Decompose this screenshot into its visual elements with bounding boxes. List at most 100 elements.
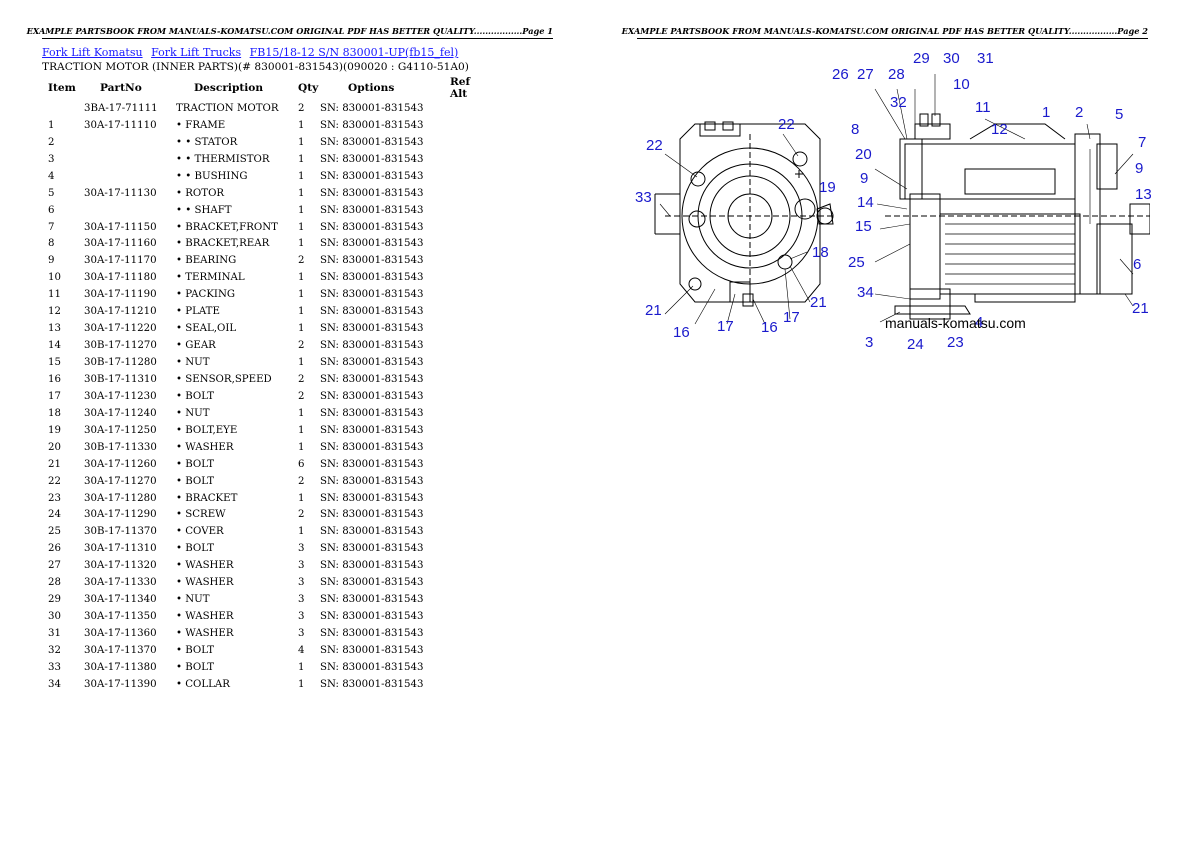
description-cell: • BOLT [176, 475, 215, 487]
qty-cell: 1 [298, 187, 305, 199]
qty-cell: 3 [298, 560, 305, 572]
column-header-partno: PartNo [100, 82, 142, 94]
ref-alt-cell [450, 625, 490, 642]
breadcrumb-link-fork-lift-trucks[interactable]: Fork Lift Trucks [151, 46, 242, 59]
ref-alt-cell [450, 456, 490, 473]
qty-cell: 1 [298, 678, 305, 690]
ref-alt-cell [450, 608, 490, 625]
partno-cell [84, 168, 176, 185]
item-cell: 25 [48, 526, 61, 538]
description-cell: • BOLT,EYE [176, 424, 238, 436]
options-cell: SN: 830001-831543 [320, 204, 424, 216]
breadcrumb-link-model[interactable]: FB15/18-12 S/N 830001-UP(fb15_fel) [249, 46, 459, 59]
item-cell: 30 [48, 611, 61, 623]
ref-alt-cell [450, 490, 490, 507]
callout-18: 18 [812, 244, 829, 261]
ref-alt-cell [450, 540, 490, 557]
partno-cell: 30A-17-11220 [84, 323, 157, 335]
options-cell: SN: 830001-831543 [320, 458, 424, 470]
ref-alt-cell [450, 202, 490, 219]
header-rule [42, 38, 553, 39]
partno-cell: 30A-17-11350 [84, 611, 157, 623]
description-cell: • • STATOR [176, 136, 238, 148]
qty-cell: 1 [298, 170, 305, 182]
breadcrumb: Fork Lift Komatsu Fork Lift Trucks FB15/… [42, 46, 463, 59]
item-cell: 32 [48, 644, 61, 656]
options-cell: SN: 830001-831543 [320, 543, 424, 555]
callout-6: 6 [1133, 256, 1142, 273]
partno-cell [84, 151, 176, 168]
options-cell: SN: 830001-831543 [320, 644, 424, 656]
partno-cell: 30B-17-11330 [84, 441, 157, 453]
description-cell: • BOLT [176, 390, 215, 402]
partno-cell: 30A-17-11380 [84, 661, 157, 673]
column-header-ref-alt: Ref Alt [450, 76, 471, 100]
description-cell: • SENSOR,SPEED [176, 373, 272, 385]
ref-alt-cell [450, 574, 490, 591]
qty-cell: 2 [298, 102, 305, 114]
callout-12: 12 [991, 121, 1008, 138]
callout-31: 31 [977, 50, 994, 67]
callout-4: 4 [975, 314, 984, 331]
callout-28: 28 [888, 66, 905, 83]
item-cell: 15 [48, 357, 61, 369]
table-header-row: Item PartNo Description Qty Options Ref … [42, 76, 490, 100]
ref-alt-cell [450, 337, 490, 354]
item-cell: 19 [48, 424, 61, 436]
item-cell: 1 [48, 119, 55, 131]
item-cell: 9 [48, 255, 55, 267]
options-cell: SN: 830001-831543 [320, 221, 424, 233]
ref-alt-cell [450, 320, 490, 337]
description-cell: • WASHER [176, 611, 234, 623]
callout-23: 23 [947, 334, 964, 351]
partno-cell: 30A-17-11160 [84, 238, 157, 250]
column-header-qty: Qty [298, 82, 319, 94]
partno-cell: 30A-17-11260 [84, 458, 157, 470]
options-cell: SN: 830001-831543 [320, 187, 424, 199]
description-cell: • BOLT [176, 543, 215, 555]
qty-cell: 1 [298, 424, 305, 436]
description-cell: • PACKING [176, 289, 236, 301]
description-cell: • NUT [176, 407, 210, 419]
item-cell: 17 [48, 390, 61, 402]
callout-9a: 9 [860, 170, 869, 187]
callout-3: 3 [865, 334, 874, 351]
page-2: EXAMPLE PARTSBOOK FROM MANUALS-KOMATSU.C… [595, 0, 1190, 842]
item-cell: 2 [48, 136, 55, 148]
item-cell: 20 [48, 441, 61, 453]
callout-13: 13 [1135, 186, 1152, 203]
callout-21a: 21 [645, 302, 662, 319]
column-header-options: Options [348, 82, 395, 94]
ref-alt-cell [450, 371, 490, 388]
ref-alt-cell [450, 354, 490, 371]
ref-alt-cell [450, 117, 490, 134]
callout-11: 11 [975, 99, 991, 116]
qty-cell: 3 [298, 611, 305, 623]
exploded-parts-diagram: 22 22 33 19 18 21 21 16 17 16 17 26 27 2… [635, 44, 1152, 359]
end-bracket-outline [679, 123, 821, 303]
item-cell: 22 [48, 475, 61, 487]
options-cell: SN: 830001-831543 [320, 102, 424, 114]
partno-cell: 30A-17-11330 [84, 577, 157, 589]
page-header: EXAMPLE PARTSBOOK FROM MANUALS-KOMATSU.C… [621, 26, 1148, 36]
partno-cell [84, 134, 176, 151]
breadcrumb-link-fork-lift-komatsu[interactable]: Fork Lift Komatsu [42, 46, 143, 59]
callout-21b: 21 [810, 294, 827, 311]
qty-cell: 4 [298, 644, 305, 656]
item-cell: 10 [48, 272, 61, 284]
qty-cell: 2 [298, 475, 305, 487]
item-cell: 16 [48, 373, 61, 385]
qty-cell: 3 [298, 543, 305, 555]
qty-cell: 1 [298, 136, 305, 148]
item-cell: 5 [48, 187, 55, 199]
callout-14: 14 [857, 194, 874, 211]
